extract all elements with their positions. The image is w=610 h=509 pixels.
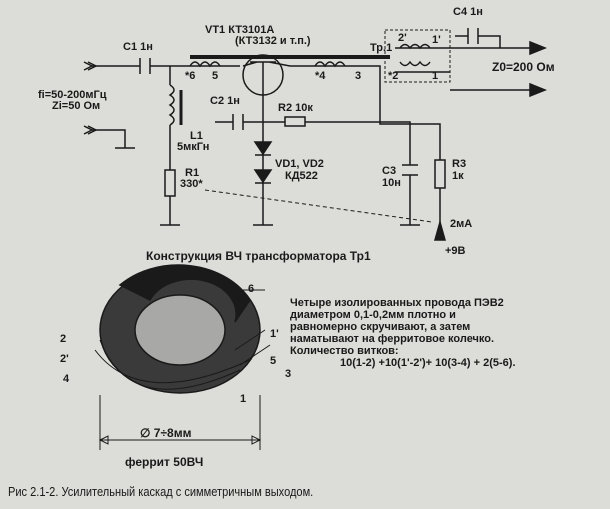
pin-3: 3 (355, 70, 362, 82)
tr1-windings (395, 43, 450, 73)
output-arrow-top (529, 40, 548, 56)
toroid (94, 264, 271, 394)
zi-label: Zi=50 Ом (52, 100, 101, 112)
vt1-transistor (242, 54, 291, 96)
current-label: 2мА (450, 218, 473, 230)
desc-line: диаметром 0,1-0,2мм плотно и (290, 309, 456, 321)
vd-value: КД522 (285, 170, 318, 182)
r3-value: 1к (452, 170, 464, 182)
construction-description: Четыре изолированных провода ПЭВ2 диамет… (290, 297, 590, 369)
vt1-label: VT1 КТ3101А (205, 24, 275, 36)
z0-label: Z0=200 Ом (492, 60, 555, 74)
c3-label: C3 (382, 165, 397, 177)
r2-resistor (284, 116, 306, 127)
r2-label: R2 10к (278, 102, 313, 114)
c4-capacitor (467, 28, 479, 44)
ferrite-label: феррит 50ВЧ (125, 455, 204, 469)
pin-6-toroid: 6 (248, 283, 255, 295)
turns-formula: 10(1-2) +10(1'-2')+ 10(3-4) + 2(5-6). (340, 357, 516, 369)
pin-2p-toroid: 2' (60, 353, 69, 365)
adjust-link (204, 189, 433, 223)
pin-2: *2 (388, 70, 399, 82)
c4-label: C4 1н (453, 6, 483, 18)
l1-value: 5мкГн (177, 141, 210, 153)
diameter-label: ∅ 7÷8мм (140, 426, 192, 440)
l1-label: L1 (190, 130, 203, 142)
c2-capacitor (232, 114, 244, 130)
pin-1: 1 (432, 70, 439, 82)
coil-5-6 (189, 61, 221, 68)
r1-resistor (164, 169, 176, 197)
coil-3-4 (314, 61, 346, 68)
pin-4: *4 (315, 70, 326, 82)
figure-caption: Рис 2.1-2. Усилительный каскад с симметр… (8, 484, 314, 499)
freq-label: fi=50-200мГц (38, 89, 107, 101)
pin-1-toroid: 1 (240, 393, 247, 405)
r1-label: R1 (185, 167, 200, 179)
r3-label: R3 (452, 158, 467, 170)
pin-1p-toroid: 1' (270, 328, 279, 340)
diodes (253, 141, 273, 184)
c3-capacitor (402, 164, 418, 176)
transformer-frame (384, 29, 451, 83)
desc-line: равномерно скручивают, а затем (290, 321, 471, 333)
desc-line: Количество витков: (290, 345, 399, 357)
r1-value: 330* (180, 178, 203, 190)
ammeter-arrow (434, 219, 446, 241)
c1-label: C1 1н (123, 41, 153, 53)
pin-2p: 2' (398, 32, 407, 44)
vd-label: VD1, VD2 (275, 158, 324, 170)
c3-value: 10н (382, 177, 401, 189)
pin-1p: 1' (432, 34, 441, 46)
desc-line: наматывают на ферритовое колечко. (290, 333, 495, 345)
c1-capacitor (139, 58, 151, 74)
pin-2-toroid: 2 (60, 333, 67, 345)
vt1-alt-label: (КТ3132 и т.п.) (235, 35, 311, 47)
diameter-dimension (98, 395, 262, 450)
r3-resistor (434, 159, 446, 189)
vcc-label: +9В (445, 245, 466, 257)
wires (92, 35, 540, 240)
c2-label: C2 1н (210, 95, 240, 107)
output-arrow-bottom (529, 82, 548, 98)
pin-5-toroid: 5 (270, 355, 277, 367)
tr1-label: Тр.1 (370, 42, 393, 54)
pin-3-toroid: 3 (285, 368, 292, 380)
l1-inductor (168, 84, 175, 126)
pin-4-toroid: 4 (63, 373, 70, 385)
input-terminals (83, 61, 98, 135)
desc-line: Четыре изолированных провода ПЭВ2 (290, 297, 504, 309)
construction-title: Конструкция ВЧ трансформатора Тр1 (146, 249, 371, 263)
pin-6: *6 (185, 70, 196, 82)
pin-5: 5 (212, 70, 219, 82)
